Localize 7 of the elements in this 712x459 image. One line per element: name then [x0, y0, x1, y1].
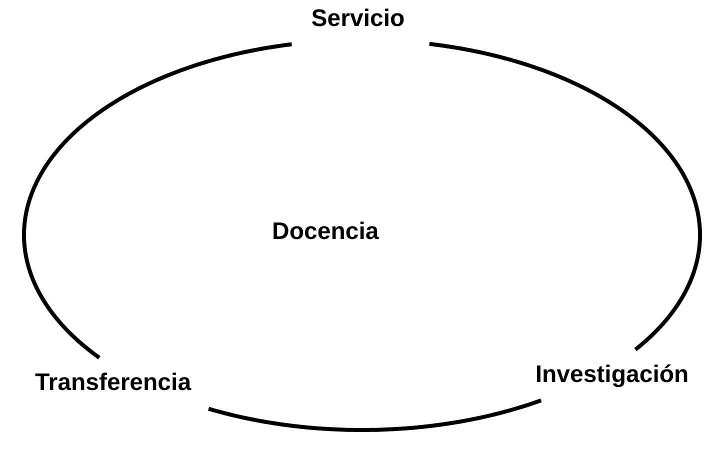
cycle-stage-label: Transferencia — [10, 366, 216, 400]
cycle-stage-label: Servicio — [296, 2, 420, 36]
cycle-arc — [429, 42, 702, 352]
cycle-arc — [22, 42, 292, 360]
cycle-stage-label: Investigación — [511, 358, 712, 392]
center-label: Docencia — [272, 218, 379, 246]
cycle-arc — [208, 398, 542, 432]
